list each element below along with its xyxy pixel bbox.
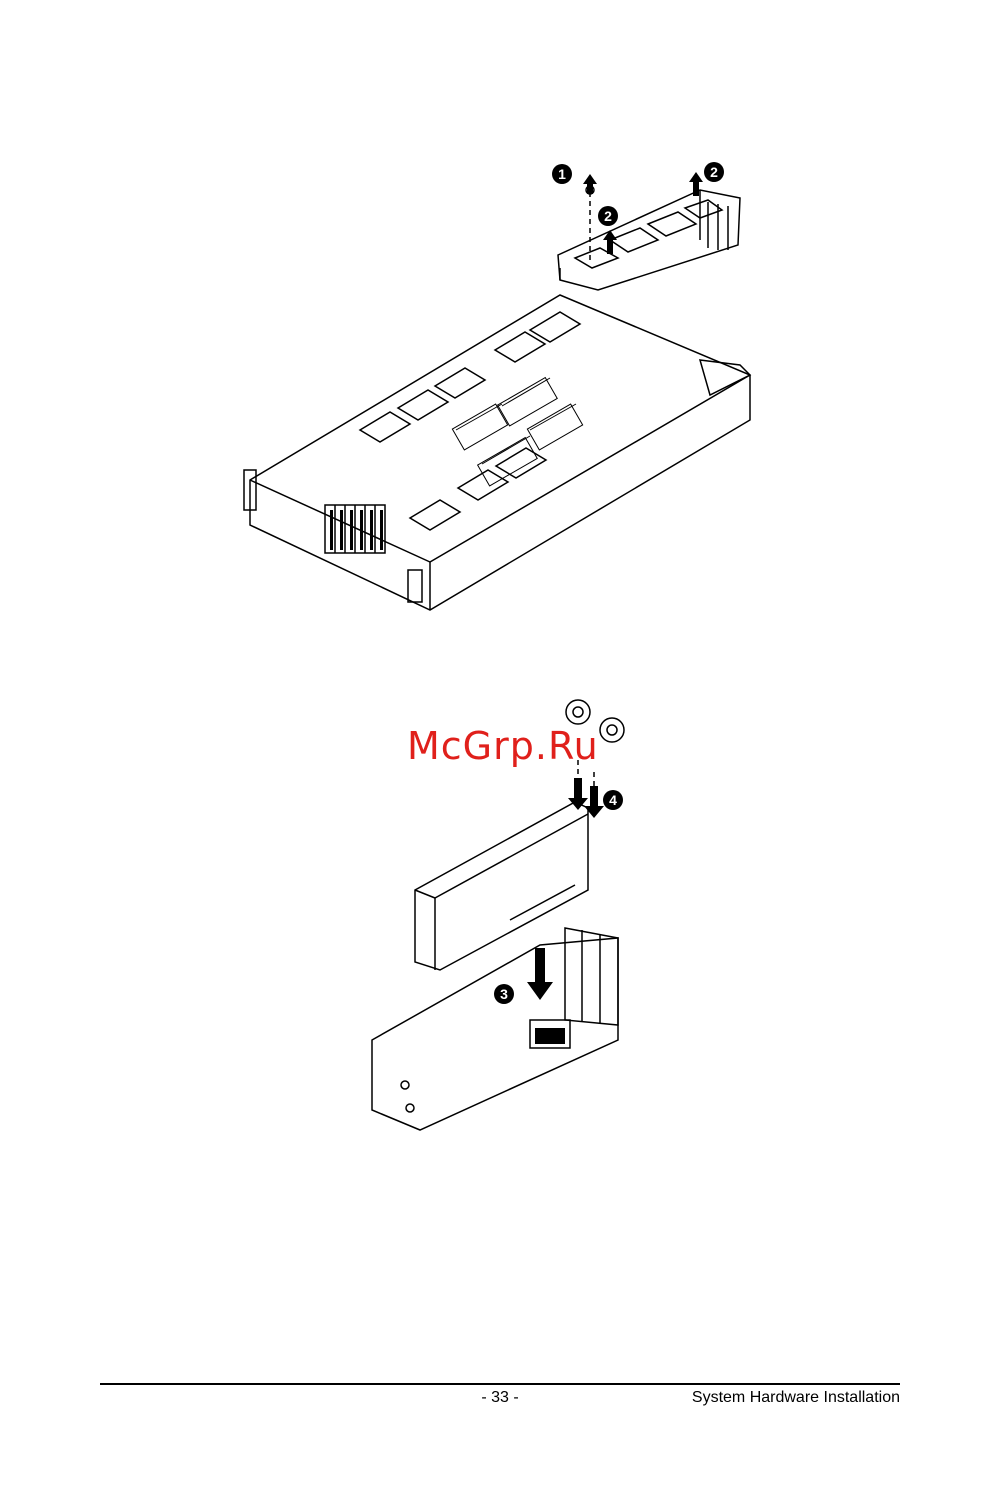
footer-divider xyxy=(100,1383,900,1385)
section-title: System Hardware Installation xyxy=(692,1389,900,1407)
step-callout-4: 4 xyxy=(603,790,623,810)
step-callout-1: 1 xyxy=(552,164,572,184)
page-number: - 33 - xyxy=(470,1389,530,1407)
watermark-text: McGrp.Ru xyxy=(407,724,599,768)
chassis-line-drawing xyxy=(230,150,770,620)
step-callout-2b: 2 xyxy=(598,206,618,226)
step-callout-2a: 2 xyxy=(704,162,724,182)
chassis-riser-removal-figure: 1 2 2 xyxy=(230,150,770,620)
step-callout-3: 3 xyxy=(494,984,514,1004)
